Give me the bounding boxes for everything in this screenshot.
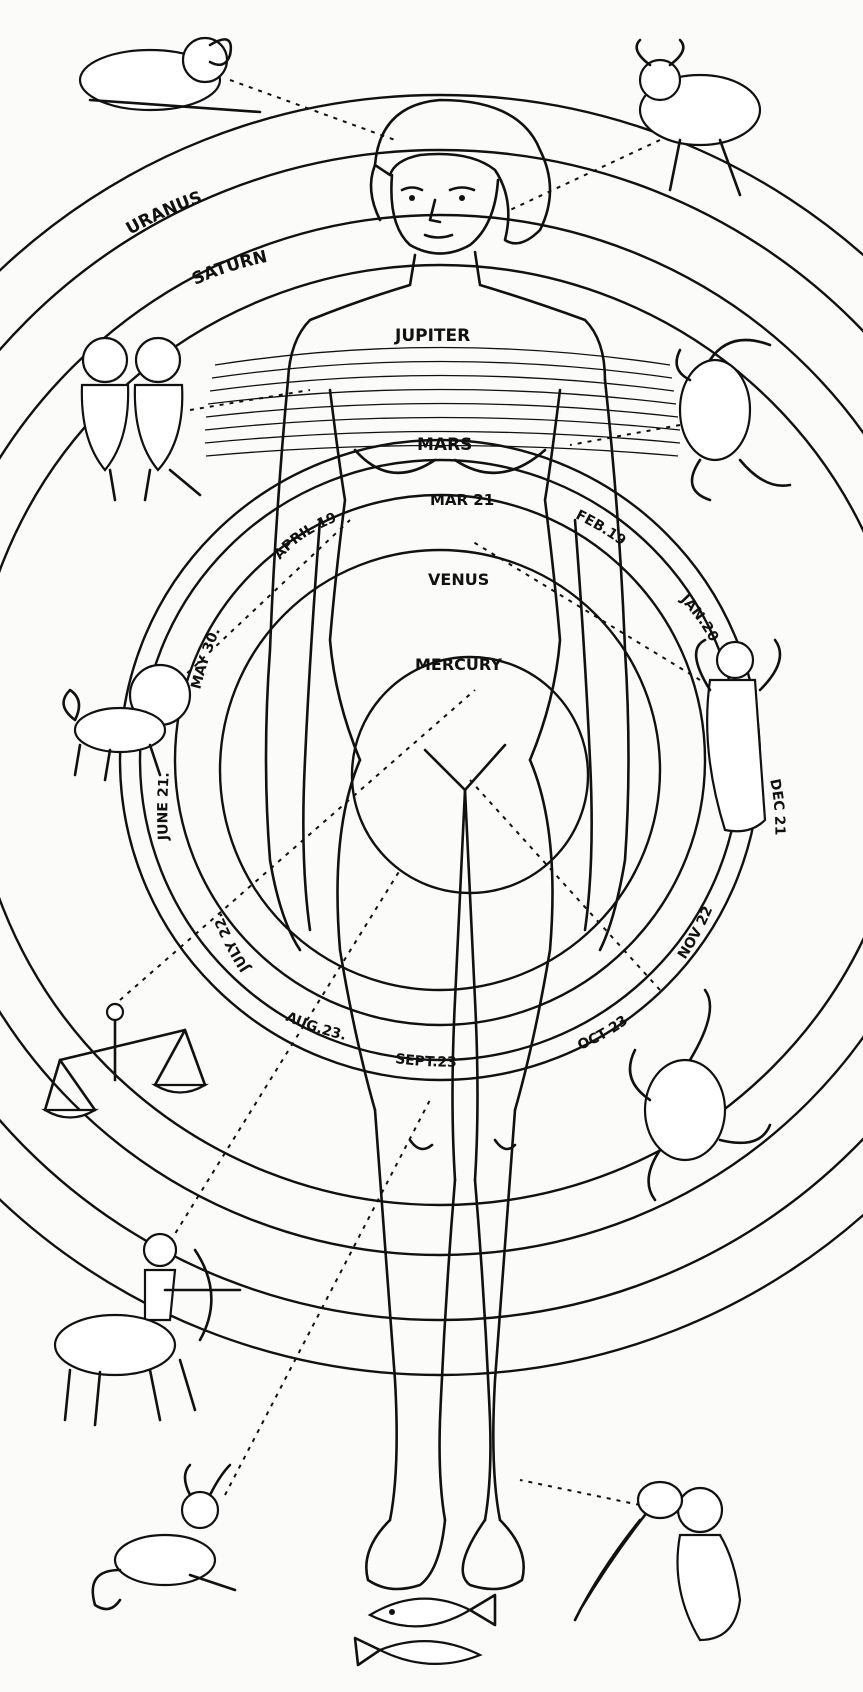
ram-icon bbox=[78, 36, 262, 114]
label-mars: MARS bbox=[417, 435, 472, 455]
label-oct23: OCT 23 bbox=[575, 1013, 631, 1054]
scales-icon bbox=[41, 1002, 209, 1119]
label-june21: JUNE 21. bbox=[155, 772, 173, 842]
label-venus: VENUS bbox=[428, 570, 489, 589]
mercury-orbit bbox=[218, 548, 662, 992]
planet-labels: URANUS SATURN JUPITER MARS VENUS MERCURY bbox=[123, 188, 503, 674]
goat-icon bbox=[91, 1463, 237, 1611]
orbit-ring bbox=[0, 93, 863, 1377]
correspondence-lines bbox=[119, 79, 701, 1506]
label-saturn: SATURN bbox=[189, 247, 269, 290]
label-aug23: AUG.23. bbox=[283, 1009, 348, 1044]
inner-orbits bbox=[118, 438, 762, 1082]
bull-icon bbox=[635, 38, 762, 197]
label-dec21: DEC 21 bbox=[766, 778, 787, 836]
water-bearer-icon bbox=[573, 1480, 742, 1642]
scorpion-icon bbox=[628, 988, 772, 1202]
date-ring-outer bbox=[118, 438, 762, 1082]
orbit-ring bbox=[0, 213, 863, 1257]
twins-icon bbox=[80, 336, 202, 502]
orbit-ring bbox=[0, 263, 863, 1207]
label-jupiter: JUPITER bbox=[394, 326, 470, 346]
outer-orbits bbox=[0, 93, 863, 1377]
fishes-icon bbox=[353, 1593, 497, 1667]
label-mar21: MAR 21 bbox=[430, 491, 494, 509]
crab-icon bbox=[675, 338, 792, 502]
label-mercury: MERCURY bbox=[415, 655, 502, 674]
lion-icon bbox=[62, 663, 192, 782]
label-april19: APRIL 19 bbox=[271, 510, 339, 563]
label-may30: MAY 30. bbox=[188, 625, 224, 691]
venus-orbit bbox=[173, 493, 707, 1027]
label-sept23: SEPT.23 bbox=[394, 1051, 456, 1070]
label-jan: JAN.20 bbox=[676, 591, 721, 645]
archer-icon bbox=[53, 1232, 242, 1427]
angel-icon bbox=[694, 638, 782, 833]
orbit-ring bbox=[0, 148, 863, 1322]
zodiac-signs bbox=[41, 36, 792, 1667]
human-figure bbox=[264, 98, 630, 1591]
label-feb19: FEB.19 bbox=[573, 507, 628, 549]
label-uranus: URANUS bbox=[123, 188, 205, 240]
